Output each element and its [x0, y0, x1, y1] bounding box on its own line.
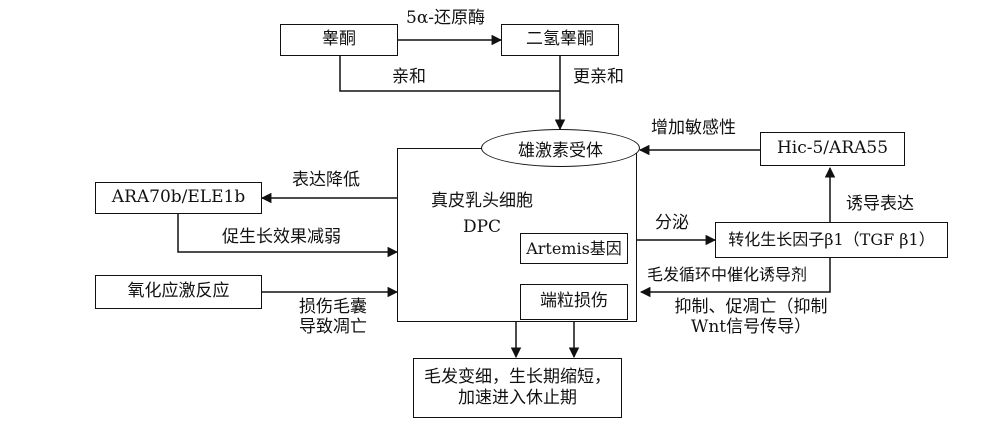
label-follicle-damage: 损伤毛囊 导致凋亡 — [288, 297, 378, 338]
node-artemis: Artemis基因 — [520, 233, 628, 264]
edge-tgf-dpc — [639, 258, 831, 298]
node-hic5: Hic-5/ARA55 — [760, 132, 905, 166]
node-outcome-line2: 加速进入休止期 — [458, 388, 577, 408]
node-receptor-label: 雄激素受体 — [518, 140, 603, 161]
node-dht: 二氢睾酮 — [501, 24, 619, 56]
dpc-label-en: DPC — [462, 217, 502, 238]
node-ara70b-label: ARA70b/ELE1b — [111, 187, 246, 208]
node-testosterone-label: 睾酮 — [322, 29, 356, 50]
dpc-label-cn: 真皮乳头细胞 — [431, 191, 533, 211]
node-receptor: 雄激素受体 — [481, 129, 640, 167]
node-oxidative-label: 氧化应激反应 — [127, 281, 230, 302]
label-reduced-expression: 表达降低 — [292, 170, 360, 190]
node-hic5-label: Hic-5/ARA55 — [776, 138, 889, 159]
node-tgf-label: 转化生长因子β1（TGF β1） — [728, 230, 935, 249]
node-oxidative: 氧化应激反应 — [95, 275, 262, 309]
label-inhibit-line2: Wnt信号传导） — [690, 317, 812, 338]
label-follicle-damage-line2: 导致凋亡 — [299, 317, 367, 338]
node-ara70b: ARA70b/ELE1b — [95, 182, 262, 214]
node-artemis-label: Artemis基因 — [526, 238, 622, 258]
label-higher-affinity: 更亲和 — [573, 67, 624, 87]
label-catalyst: 毛发循环中催化诱导剂 — [647, 265, 808, 284]
label-inhibit-line1: 抑制、促凋亡（抑制 — [674, 297, 828, 317]
node-telomere-label: 端粒损伤 — [540, 291, 608, 312]
node-telomere: 端粒损伤 — [520, 284, 628, 320]
edge-testosterone-receptor — [339, 56, 560, 92]
label-inhibit: 抑制、促凋亡（抑制 Wnt信号传导） — [651, 297, 851, 338]
node-dht-label: 二氢睾酮 — [526, 29, 594, 50]
node-testosterone: 睾酮 — [280, 24, 398, 56]
label-affinity: 亲和 — [392, 67, 426, 87]
label-increase-sensitivity: 增加敏感性 — [651, 118, 736, 138]
label-secrete: 分泌 — [655, 213, 689, 233]
node-outcome: 毛发变细，生长期缩短， 加速进入休止期 — [413, 358, 622, 418]
label-weaker-growth: 促生长效果减弱 — [222, 227, 341, 247]
label-follicle-damage-line1: 损伤毛囊 — [299, 297, 367, 317]
label-reductase: 5α-还原酶 — [406, 8, 486, 28]
node-tgf: 转化生长因子β1（TGF β1） — [715, 222, 948, 258]
label-induce-expression: 诱导表达 — [846, 194, 914, 214]
edge-ara70b-dpc — [177, 214, 399, 258]
node-outcome-line1: 毛发变细，生长期缩短， — [424, 366, 611, 387]
dpc-label: 真皮乳头细胞 DPC — [412, 191, 552, 238]
